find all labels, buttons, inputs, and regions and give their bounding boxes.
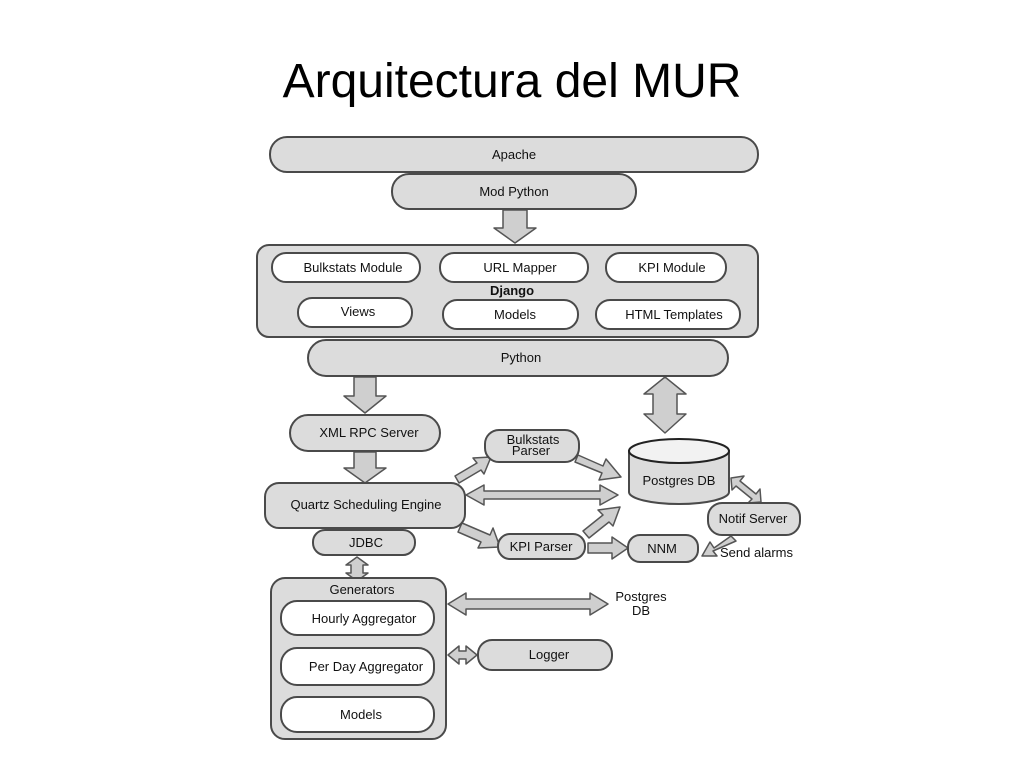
arrow-modpython-to-django <box>493 209 537 244</box>
arrow-quartz-postgres <box>465 484 619 506</box>
quartz-scheduling-engine: Quartz Scheduling Engine <box>264 482 466 529</box>
postgres-db-label: Postgres DB <box>643 473 716 488</box>
quartz-label: Quartz Scheduling Engine <box>290 497 441 512</box>
arrow-generators-postgres <box>447 592 609 616</box>
mod-python-label: Mod Python <box>479 184 548 199</box>
arrow-generators-logger <box>447 645 478 665</box>
arrow-xmlrpc-to-quartz <box>343 451 387 484</box>
xml-rpc-label: XML RPC Server <box>319 425 419 440</box>
apache-layer: Apache <box>269 136 759 173</box>
xml-rpc-server: XML RPC Server <box>289 414 441 452</box>
arrow-bulkstats-to-postgres <box>574 454 622 481</box>
arrow-python-to-xmlrpc <box>343 376 387 414</box>
python-label: Python <box>501 350 541 365</box>
bulkstats-parser: Bulkstats Parser <box>484 429 580 463</box>
postgres-db-lower-line1: Postgres <box>615 589 667 604</box>
url-mapper: URL Mapper <box>483 260 557 275</box>
arrow-kpi-to-postgres <box>582 506 621 539</box>
arrow-python-postgres <box>643 376 687 434</box>
nnm-label: NNM <box>647 541 677 556</box>
notif-server: Notif Server <box>707 502 801 536</box>
jdbc: JDBC <box>312 529 416 556</box>
html-templates-module: HTML Templates <box>625 307 723 322</box>
kpi-parser: KPI Parser <box>497 533 586 560</box>
postgres-db-lower-line2: DB <box>632 603 650 618</box>
slide-title: Arquitectura del MUR <box>282 55 742 108</box>
send-alarms-label: Send alarms <box>720 545 793 560</box>
logger-label: Logger <box>529 647 570 662</box>
generators-models: Models <box>340 707 382 722</box>
arrow-notif-postgres <box>730 475 762 504</box>
arrow-quartz-to-kpi <box>457 522 501 549</box>
arrow-notif-to-nnm <box>701 535 737 557</box>
kpi-module: KPI Module <box>638 260 705 275</box>
postgres-db-cylinder: Postgres DB <box>628 438 730 505</box>
bulkstats-module: Bulkstats Module <box>304 260 403 275</box>
bulkstats-parser-line2: Parser <box>512 443 551 458</box>
django-label: Django <box>490 283 534 298</box>
mod-python-layer: Mod Python <box>391 173 637 210</box>
nnm: NNM <box>627 534 699 563</box>
bulkstats-parser-line1: Bulkstats <box>507 432 560 447</box>
models-module: Models <box>494 307 536 322</box>
generators-container: Generators Hourly Aggregator Per Day Agg… <box>270 577 447 740</box>
python-layer: Python <box>307 339 729 377</box>
generators-label: Generators <box>329 582 395 597</box>
notif-server-label: Notif Server <box>719 511 788 526</box>
django-container: Django Bulkstats Module URL Mapper KPI M… <box>256 244 759 338</box>
arrow-kpi-to-nnm <box>587 536 629 560</box>
arrow-quartz-to-bulkstats <box>454 456 492 484</box>
kpi-parser-label: KPI Parser <box>510 539 574 554</box>
per-day-aggregator: Per Day Aggregator <box>309 659 424 674</box>
jdbc-label: JDBC <box>349 535 383 550</box>
hourly-aggregator: Hourly Aggregator <box>312 611 417 626</box>
views-module: Views <box>341 304 376 319</box>
apache-label: Apache <box>492 147 536 162</box>
logger: Logger <box>477 639 613 671</box>
